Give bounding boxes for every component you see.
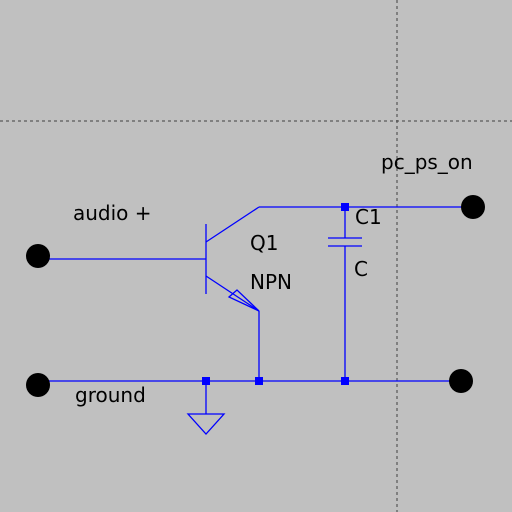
terminal-ground[interactable]: [26, 373, 50, 397]
transistor-collector-leg: [205, 206, 260, 243]
transistor-q1[interactable]: [205, 206, 260, 312]
label-transistor-ref: Q1: [250, 231, 278, 255]
transistor-emitter-arrow: [227, 289, 260, 312]
label-audio-plus: audio +: [73, 201, 152, 225]
junction-dot: [341, 203, 349, 211]
ground-symbol[interactable]: [186, 413, 226, 435]
junction-dot: [255, 377, 263, 385]
terminal-ground-right[interactable]: [449, 369, 473, 393]
wires: [38, 206, 473, 414]
label-capacitor-value: C: [354, 257, 368, 281]
label-transistor-type: NPN: [250, 270, 292, 294]
terminal-audio-plus[interactable]: [26, 244, 50, 268]
junctions: [202, 203, 349, 385]
junction-dot: [202, 377, 210, 385]
junction-dot: [341, 377, 349, 385]
label-ground: ground: [75, 383, 146, 407]
label-capacitor-ref: C1: [355, 205, 382, 229]
label-pc-ps-on: pc_ps_on: [381, 150, 473, 174]
terminal-pc-ps-on[interactable]: [461, 195, 485, 219]
capacitor-c1[interactable]: [328, 237, 362, 247]
